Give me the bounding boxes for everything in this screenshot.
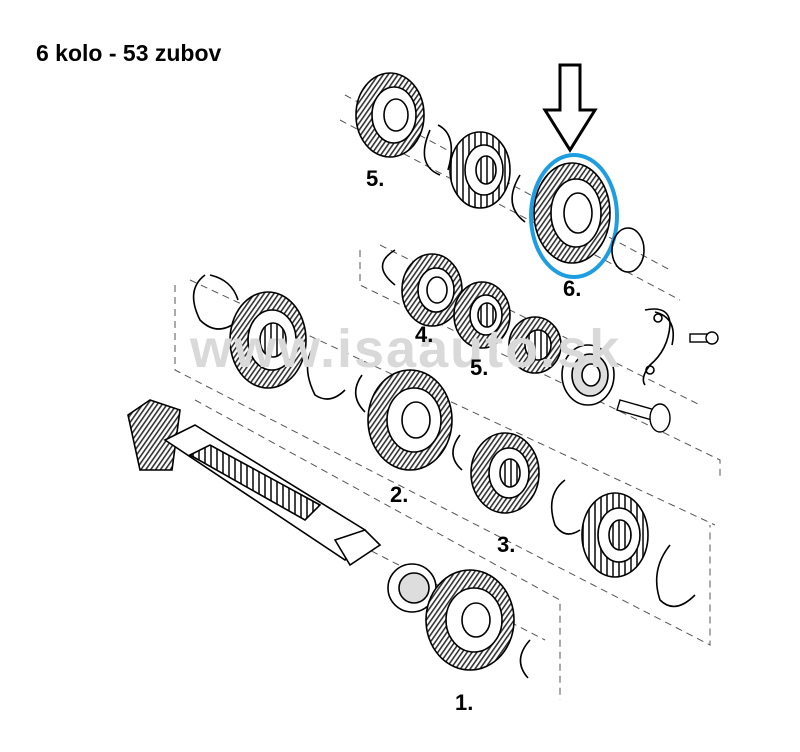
snap-ring-bottom <box>519 639 531 679</box>
synchronizer-lower <box>581 492 649 578</box>
small-bolt <box>689 331 719 345</box>
gear-2 <box>367 369 453 471</box>
label-gear-6: 6. <box>563 276 582 301</box>
snap-ring-lower-5 <box>550 479 581 535</box>
snap-ring-gear-6 <box>611 227 645 273</box>
main-shaft <box>127 399 382 567</box>
gear-3 <box>470 432 540 514</box>
label-gear-3: 3. <box>497 532 516 557</box>
label-gear-2: 2. <box>390 482 409 507</box>
synchronizer-top <box>449 131 511 209</box>
label-gear-4: 4. <box>415 322 434 347</box>
snap-ring-mid-1 <box>381 249 396 286</box>
snap-ring-lower-3 <box>354 374 366 413</box>
gear-4 <box>401 253 463 327</box>
label-gear-1: 1. <box>455 690 474 715</box>
gear-6 <box>533 162 611 264</box>
arrow-down-icon <box>542 63 598 153</box>
gear-5-top <box>355 72 425 158</box>
snap-ring-top-1 <box>423 124 453 176</box>
snap-ring-lower-2 <box>306 344 346 400</box>
bearing-bottom <box>387 563 437 613</box>
gear-1 <box>425 569 515 671</box>
snap-ring-top-2 <box>511 174 526 223</box>
long-bolt <box>616 399 671 433</box>
gear-6-highlight <box>529 153 619 279</box>
page-title: 6 kolo - 53 zubov <box>36 40 222 66</box>
snap-ring-lower-6 <box>655 544 696 608</box>
spacer-gear <box>508 316 562 374</box>
gear-5-mid <box>453 281 511 349</box>
retaining-plate <box>642 308 674 386</box>
snap-ring-lower-4 <box>452 434 463 471</box>
gear-large-left <box>229 291 307 389</box>
watermark: www.isaauto.sk <box>190 319 622 379</box>
label-gear-5-top: 5. <box>366 166 385 191</box>
label-gear-5-mid: 5. <box>470 355 489 380</box>
snap-ring-lower-1 <box>192 274 239 330</box>
bearing-mid <box>561 344 615 406</box>
